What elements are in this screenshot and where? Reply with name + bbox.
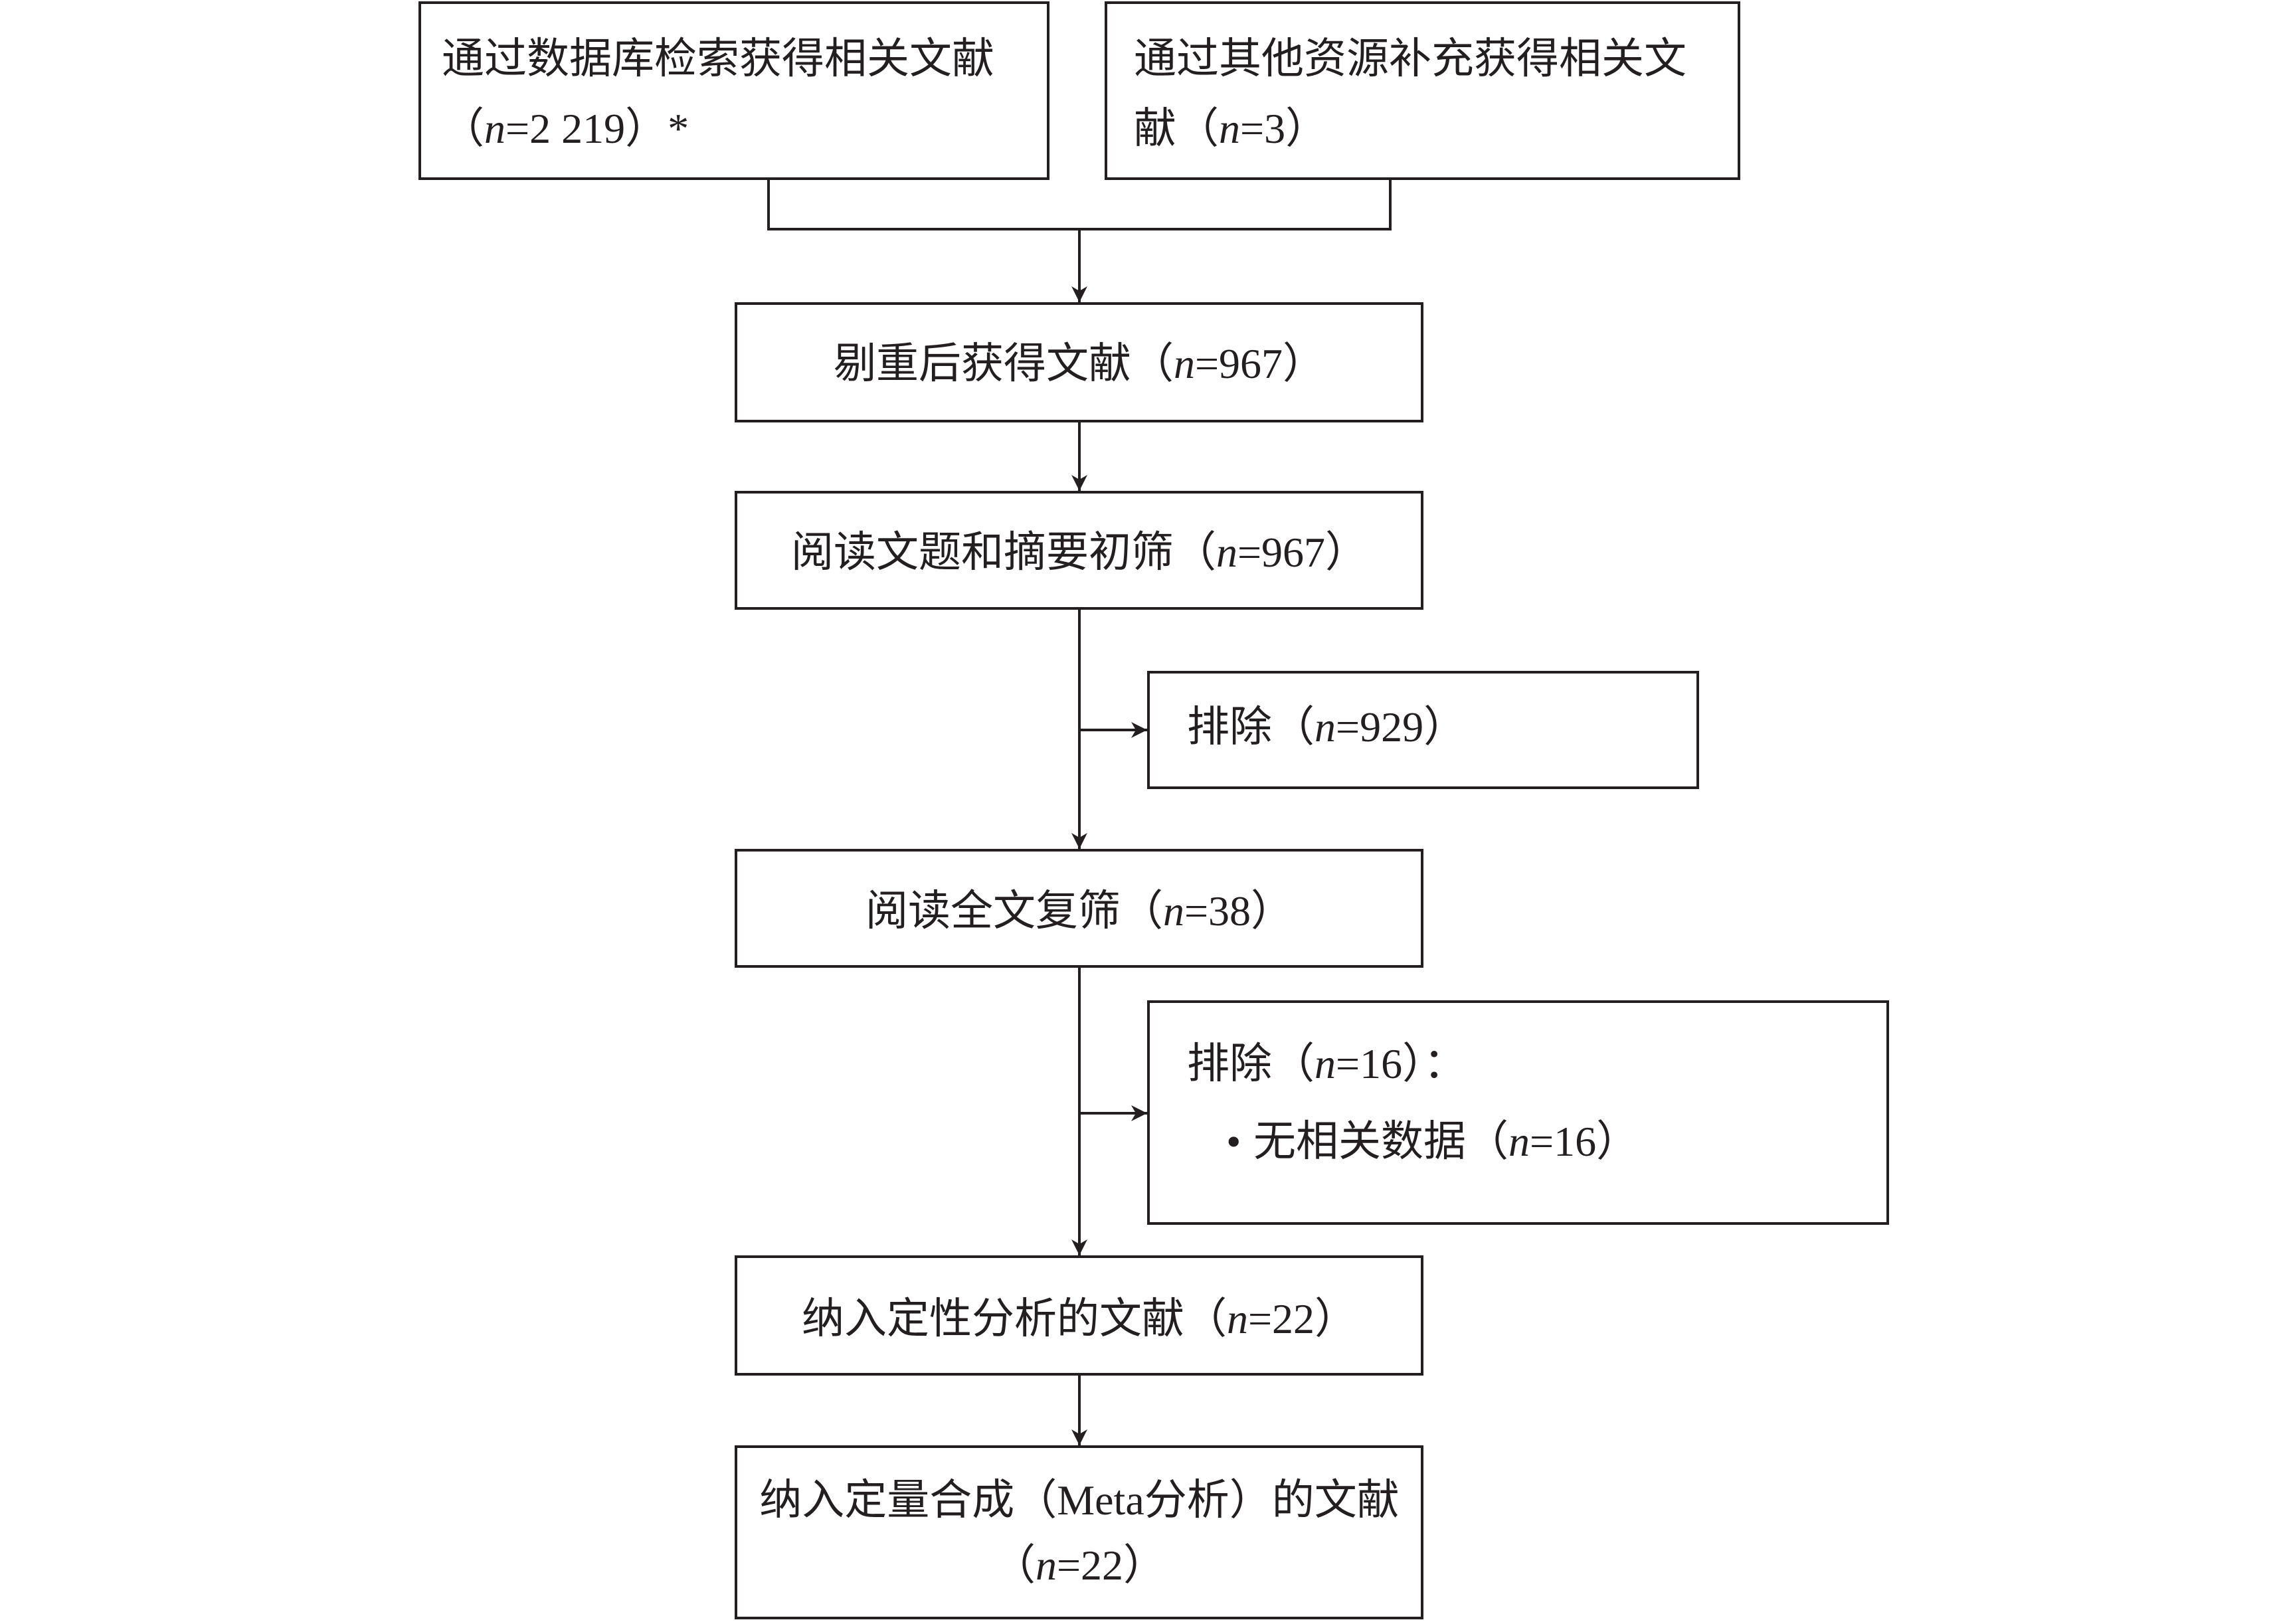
excluded-2-heading: 排除（n=16）： bbox=[1187, 1040, 1466, 1087]
count-prefix: 无相关数据（ bbox=[1253, 1118, 1508, 1165]
reason-bullet: • bbox=[1226, 1118, 1241, 1165]
count-variable: n bbox=[1219, 105, 1240, 152]
count-variable: n bbox=[1174, 340, 1195, 387]
other-sources-line2: 献（n=3） bbox=[1134, 105, 1328, 152]
count-variable: n bbox=[1227, 1295, 1248, 1342]
count-prefix: 献（ bbox=[1134, 105, 1219, 152]
count-value: =16） bbox=[1530, 1118, 1639, 1165]
count-value: =22） bbox=[1248, 1295, 1357, 1342]
title-abstract-screen-box: 阅读文题和摘要初筛（n=967） bbox=[735, 491, 1423, 610]
exclusion-reason: 无相关数据（n=16） bbox=[1253, 1118, 1639, 1165]
count-variable: n bbox=[1508, 1118, 1530, 1165]
count-value: =3） bbox=[1240, 105, 1328, 152]
count-value: =22） bbox=[1057, 1542, 1166, 1589]
count-value: =967） bbox=[1237, 529, 1368, 576]
quantitative-line1: 纳入定量合成（Meta分析）的文献 bbox=[759, 1477, 1400, 1524]
quantitative-line2: （n=22） bbox=[993, 1542, 1166, 1589]
count-value: =929） bbox=[1336, 703, 1466, 751]
count-prefix: 排除（ bbox=[1187, 1040, 1315, 1087]
excluded-2-box: 排除（n=16）： • 无相关数据（n=16） bbox=[1147, 1000, 1889, 1225]
count-prefix: （ bbox=[993, 1542, 1036, 1589]
count-variable: n bbox=[1315, 703, 1336, 751]
qualitative-label: 纳入定性分析的文献（n=22） bbox=[802, 1295, 1357, 1342]
count-value: =2 219）* bbox=[505, 105, 689, 152]
count-variable: n bbox=[1216, 529, 1237, 576]
count-variable: n bbox=[1163, 887, 1184, 935]
database-search-line2: （n=2 219）* bbox=[442, 105, 689, 152]
database-search-line1: 通过数据库检索获得相关文献 bbox=[442, 35, 994, 82]
other-sources-line1: 通过其他资源补充获得相关文 bbox=[1134, 35, 1686, 82]
excluded-1-box: 排除（n=929） bbox=[1147, 671, 1699, 789]
count-value: =16）： bbox=[1336, 1040, 1466, 1087]
count-variable: n bbox=[1315, 1040, 1336, 1087]
fulltext-screen-label: 阅读全文复筛（n=38） bbox=[865, 887, 1293, 935]
count-variable: n bbox=[1036, 1542, 1057, 1589]
count-prefix: （ bbox=[442, 105, 484, 152]
other-sources-box: 通过其他资源补充获得相关文 献（n=3） bbox=[1105, 1, 1740, 180]
count-variable: n bbox=[484, 105, 505, 152]
count-prefix: 阅读全文复筛（ bbox=[865, 887, 1163, 935]
count-value: =38） bbox=[1184, 887, 1293, 935]
count-prefix: 阅读文题和摘要初筛（ bbox=[791, 529, 1216, 576]
count-value: =967） bbox=[1195, 340, 1325, 387]
fulltext-screen-box: 阅读全文复筛（n=38） bbox=[735, 849, 1423, 968]
title-abstract-screen-label: 阅读文题和摘要初筛（n=967） bbox=[791, 529, 1368, 576]
count-prefix: 剔重后获得文献（ bbox=[834, 340, 1174, 387]
count-prefix: 排除（ bbox=[1187, 703, 1315, 751]
after-dedup-label: 剔重后获得文献（n=967） bbox=[834, 340, 1325, 387]
qualitative-box: 纳入定性分析的文献（n=22） bbox=[735, 1255, 1423, 1376]
excluded-1-label: 排除（n=929） bbox=[1187, 703, 1466, 751]
database-search-box: 通过数据库检索获得相关文献 （n=2 219）* bbox=[418, 1, 1049, 180]
quantitative-box: 纳入定量合成（Meta分析）的文献 （n=22） bbox=[735, 1445, 1423, 1619]
merge-bracket-line bbox=[767, 179, 1392, 230]
count-prefix: 纳入定性分析的文献（ bbox=[802, 1295, 1227, 1342]
after-dedup-box: 剔重后获得文献（n=967） bbox=[735, 302, 1423, 422]
